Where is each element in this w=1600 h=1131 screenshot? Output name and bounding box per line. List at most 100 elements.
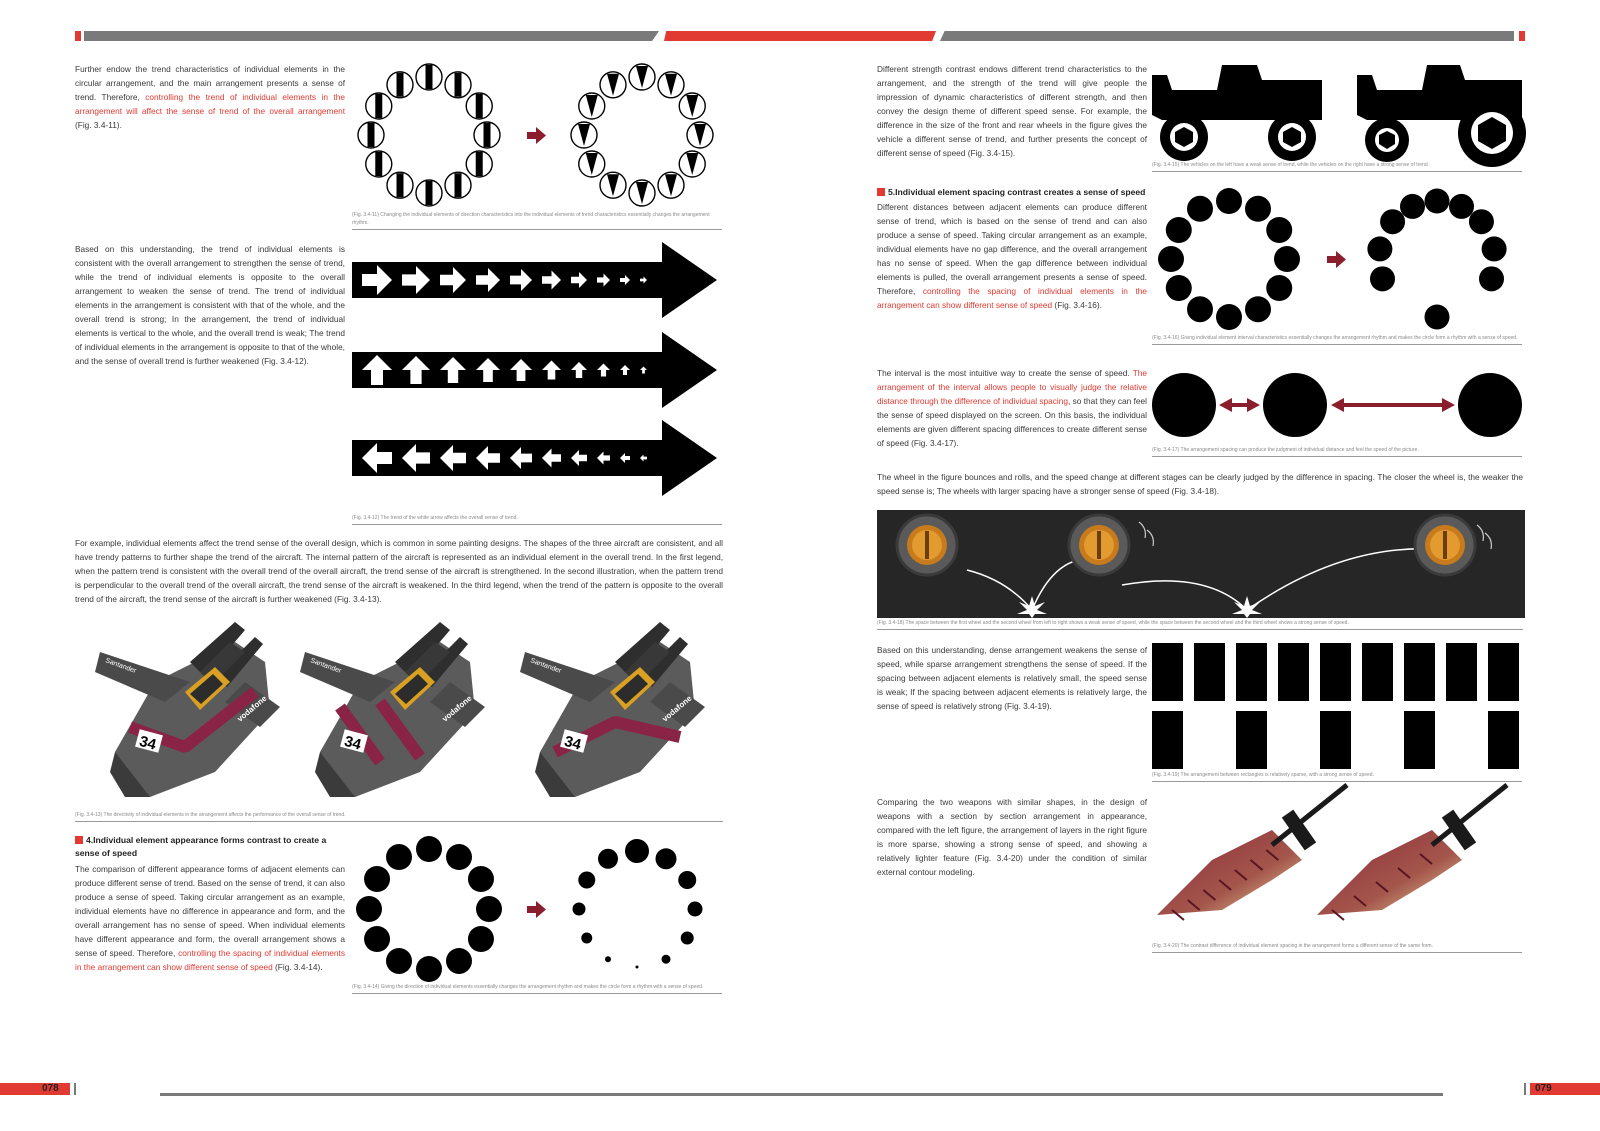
fig-3-4-19-illustration (1152, 643, 1519, 769)
rectangle (1152, 711, 1183, 769)
rectangle (1488, 643, 1519, 701)
right-para-6: Comparing the two weapons with similar s… (877, 797, 1147, 877)
text-run: The comparison of different appearance f… (75, 864, 345, 958)
number-text: 34 (562, 733, 583, 754)
arrow-rows (352, 242, 717, 496)
circle-arrangement-triangles (570, 63, 714, 207)
fig-3-4-18-caption: (Fig. 3.4-18) The space between the firs… (877, 619, 1523, 630)
bar-element (415, 63, 443, 91)
text-run: The interval is the most intuitive way t… (877, 368, 1133, 378)
motion-line (1146, 529, 1154, 547)
dot (1468, 209, 1494, 235)
right-para-3: The interval is the most intuitive way t… (877, 366, 1147, 450)
circle-middle (1263, 373, 1327, 437)
page-number-right: 079 (1535, 1083, 1552, 1094)
white-arrow (510, 447, 532, 469)
dot (625, 839, 649, 863)
heading-text: 4.Individual element appearance forms co… (75, 835, 327, 858)
dot (1187, 296, 1213, 323)
white-arrow (440, 357, 466, 383)
heading-section-5: 5.Individual element spacing contrast cr… (877, 186, 1157, 199)
circle-left (1152, 373, 1216, 437)
white-arrow (510, 269, 532, 291)
white-arrow (542, 360, 561, 380)
dot (605, 956, 611, 963)
bar-element (465, 92, 493, 120)
dot (1266, 275, 1293, 301)
bar-element (444, 171, 472, 199)
circle-arrangement-graduated (572, 839, 703, 969)
triangle-element (657, 171, 685, 199)
arrow-row (352, 420, 717, 496)
fig-3-4-11-caption: (Fig. 3.4-11) Changing the individual el… (352, 211, 722, 230)
triangle-element (678, 150, 706, 178)
white-arrow (620, 365, 630, 375)
vehicle-weak-trend (1152, 65, 1322, 161)
footer-red-bar-left (0, 1083, 70, 1095)
rectangle (1152, 643, 1183, 701)
dot (1481, 236, 1507, 262)
dot (1424, 188, 1450, 214)
triangle-element (599, 71, 627, 99)
triangle-element (678, 92, 706, 120)
white-arrow (620, 275, 630, 285)
dot (467, 926, 494, 952)
dot (1165, 275, 1192, 301)
motion-line (1476, 524, 1484, 542)
number-plate (135, 729, 163, 753)
rectangle (1488, 711, 1519, 769)
fig-3-4-15-caption: (Fig. 3.4-15) The vehicles on the left h… (1152, 161, 1522, 172)
dot (1187, 195, 1213, 222)
fig-3-4-13-caption: (Fig. 3.4-13) The directivity of individ… (75, 811, 723, 822)
rectangle (1320, 643, 1351, 701)
white-arrow (476, 268, 500, 292)
fig-3-4-17-illustration (1152, 373, 1522, 437)
page-number-left: 078 (42, 1083, 59, 1094)
number-plate (340, 729, 368, 753)
highlight-run: controlling the spacing of individual el… (75, 948, 345, 972)
rectangle (1236, 711, 1267, 769)
white-arrow (571, 272, 587, 288)
wheel-icon (895, 513, 959, 577)
white-arrow (542, 448, 561, 468)
red-arrow-icon (527, 901, 546, 918)
dot (416, 836, 442, 862)
rectangle (1320, 711, 1351, 769)
white-arrow (542, 270, 561, 290)
white-arrow (362, 443, 392, 473)
bar-element (365, 92, 393, 120)
left-para-1: Further endow the trend characteristics … (75, 62, 345, 132)
circle-arrangement-spaced (1367, 188, 1507, 330)
weapon (1317, 783, 1509, 921)
dark-panel (877, 510, 1525, 618)
top-bar-accent-right (1519, 31, 1525, 41)
weapon-set (1157, 783, 1509, 921)
dot (1216, 188, 1242, 214)
text-run: (Fig. 3.4-14). (272, 962, 323, 972)
wheel-set (895, 513, 1492, 577)
red-arrow-icon (1327, 251, 1346, 268)
triangle-element (578, 150, 606, 178)
white-arrow (597, 273, 610, 287)
white-arrow (402, 444, 430, 472)
motion-line (1484, 532, 1492, 550)
fig-3-4-12-illustration (352, 242, 717, 496)
weapon (1157, 783, 1349, 921)
dot (1367, 236, 1393, 262)
triangle-element (599, 171, 627, 199)
white-arrow (640, 366, 647, 374)
rectangle (1404, 643, 1435, 701)
top-bar-gray-right (940, 31, 1514, 41)
heading-section-4: 4.Individual element appearance forms co… (75, 834, 345, 860)
dot (1449, 193, 1475, 219)
left-para-3: For example, individual elements affect … (75, 538, 723, 604)
dot (655, 848, 677, 870)
fig-3-4-20-caption: (Fig. 3.4-20) The contrast difference of… (1152, 942, 1522, 953)
motion-line (1138, 521, 1146, 539)
dot (356, 896, 382, 922)
wheel-icon (1413, 513, 1477, 577)
text-run: , so that they can feel the sense of spe… (877, 396, 1147, 448)
right-para-4: The wheel in the figure bounces and roll… (877, 472, 1523, 496)
